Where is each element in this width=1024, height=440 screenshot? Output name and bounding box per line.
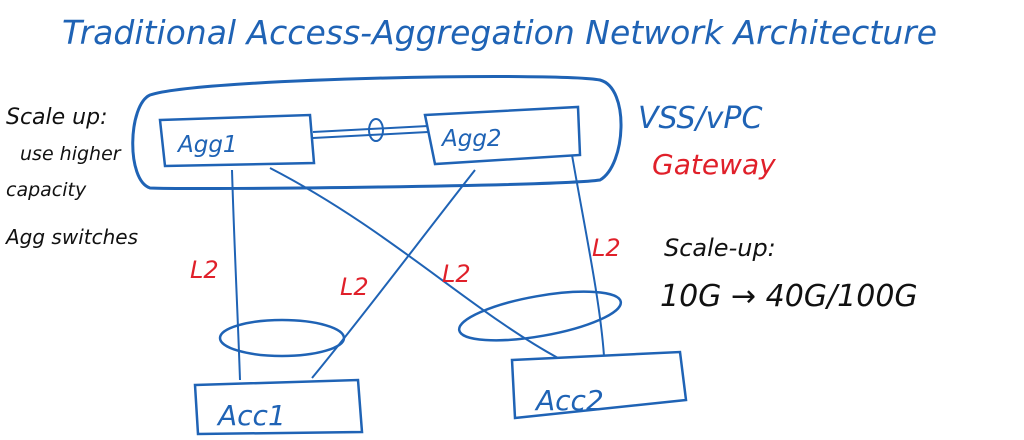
acc1-port-channel bbox=[218, 318, 346, 358]
link-label-l2-2: L2 bbox=[340, 273, 369, 301]
agg2-box bbox=[423, 105, 582, 166]
link-agg2-acc2 bbox=[571, 154, 605, 357]
scale-up-left-line2: use higher bbox=[20, 143, 122, 165]
link-agg1-acc1 bbox=[231, 169, 241, 381]
peer-link-port-channel bbox=[368, 118, 384, 142]
acc1-box bbox=[193, 378, 364, 436]
scale-up-left-line4: Agg switches bbox=[4, 225, 138, 249]
link-label-l2-3: L2 bbox=[442, 260, 471, 288]
gateway-label: Gateway bbox=[652, 148, 776, 181]
agg1-label: Agg1 bbox=[176, 132, 238, 158]
scale-up-left-line1: Scale up: bbox=[6, 105, 108, 130]
scale-up-left-line3: capacity bbox=[6, 179, 87, 201]
peer-link-top bbox=[312, 125, 429, 133]
agg-group-outline bbox=[131, 75, 623, 191]
speed-upgrade-label: 10G → 40G/100G bbox=[660, 279, 918, 314]
agg1-box bbox=[158, 113, 316, 168]
link-agg1-acc2 bbox=[269, 167, 559, 359]
acc2-port-channel bbox=[457, 290, 623, 342]
vss-vpc-label: VSS/vPC bbox=[638, 101, 762, 136]
scale-up-right-label: Scale-up: bbox=[664, 234, 776, 262]
agg2-label: Agg2 bbox=[440, 126, 502, 152]
link-label-l2-4: L2 bbox=[592, 234, 621, 262]
acc2-label: Acc2 bbox=[534, 384, 604, 417]
link-label-l2-1: L2 bbox=[190, 256, 219, 284]
diagram-title: Traditional Access-Aggregation Network A… bbox=[62, 13, 937, 52]
acc1-label: Acc1 bbox=[216, 399, 286, 432]
link-agg2-acc1 bbox=[311, 169, 476, 379]
acc2-box bbox=[510, 350, 688, 420]
